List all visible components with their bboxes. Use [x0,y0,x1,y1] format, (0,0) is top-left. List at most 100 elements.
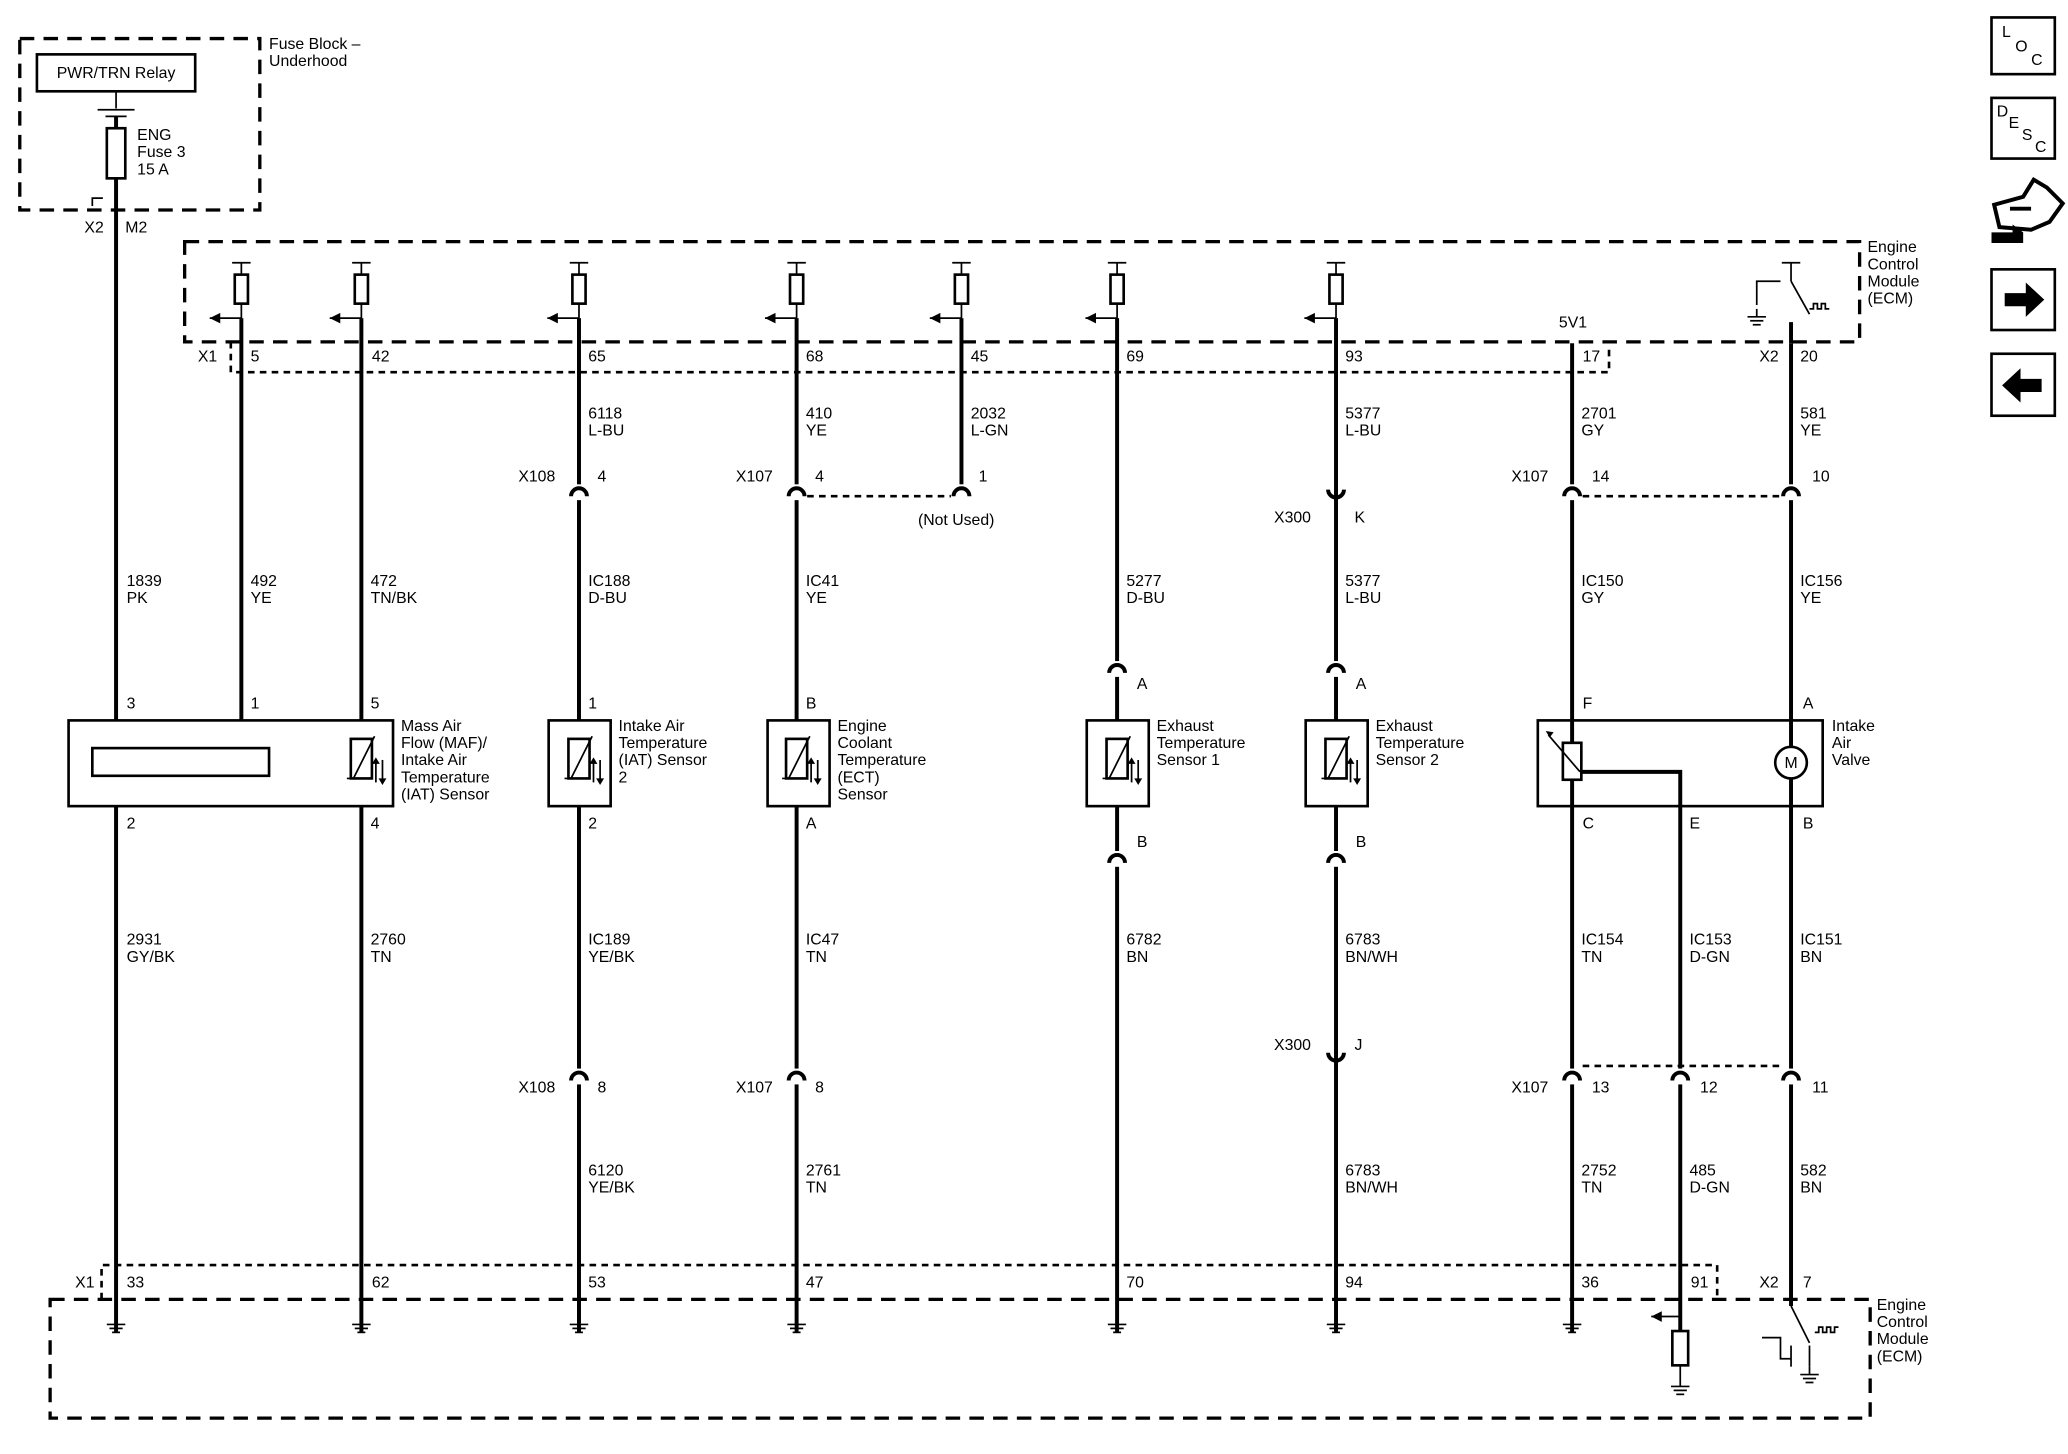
relay-label: PWR/TRN Relay [57,65,176,82]
inline-pin: 1 [979,469,988,486]
nav-desc-button[interactable]: D E S C [1990,96,2057,160]
inline-pin: 8 [597,1079,606,1096]
wire-label: YE [1800,423,1821,440]
inline-pin: 11 [1812,1079,1829,1096]
component-pin: B [1803,816,1814,833]
connector-x300: X300 [1274,1037,1311,1054]
wire-label: IC150 [1581,573,1623,590]
wire-label: 6118 [588,405,622,422]
wire-label: D-BU [1126,590,1165,607]
wire-label: BN [1126,949,1148,966]
wire-label: TN/BK [371,590,418,607]
desc-letter: E [2009,115,2020,132]
inline-pin: 13 [1592,1079,1610,1096]
fuse-pin: M2 [125,219,147,236]
not-used-label: (Not Used) [918,512,994,529]
wire-label: 5377 [1345,405,1380,422]
wire-label: 2752 [1581,1162,1616,1179]
wire-label: BN [1800,1180,1822,1197]
fuse-block-title-2: Underhood [269,53,347,70]
exhaust-temp-sensor-2: A B Exhaust Temperature Sensor 2 [1304,676,1465,851]
component-label: Air [1832,735,1851,752]
connector-x107: X107 [1511,469,1548,486]
wire-label: PK [127,590,149,607]
component-pin: 1 [251,696,260,713]
inline-pin: J [1354,1037,1362,1054]
inline-pin: 12 [1700,1079,1718,1096]
desc-letter: D [1997,103,2008,120]
inline-connectors-upper: X108 4 X107 4 1 (Not Used) X300 K X107 1… [518,469,1830,530]
connector-x108: X108 [518,1079,555,1096]
component-pin: 4 [371,816,380,833]
wire-label: TN [806,1180,827,1197]
wire-label: YE/BK [588,1180,635,1197]
component-pin: B [806,696,817,713]
top-pin: 45 [971,349,989,366]
wire-label: 2931 [127,932,162,949]
wire-label: BN/WH [1345,949,1398,966]
connector-tool-icon[interactable] [1991,176,2066,243]
wire-label: IC153 [1689,932,1731,949]
connector-x107: X107 [1511,1079,1548,1096]
bottom-pin: 62 [372,1275,390,1292]
ect-sensor: B A Engine Coolant Temperature (ECT) Sen… [766,696,926,833]
eng-fuse [105,126,127,180]
wire-label: YE [1800,590,1821,607]
fuse-connector: X2 [84,219,103,236]
component-pin: 5 [371,696,380,713]
wire-labels-middle: 1839 PK 492 YE 472 TN/BK IC188 D-BU IC41… [127,573,1843,607]
inline-pin: 4 [815,469,824,486]
loc-letter: C [2031,52,2042,69]
component-label: Coolant [837,735,892,752]
wire-label: 6783 [1345,1162,1380,1179]
wire-labels-upper: 6118 L-BU 410 YE 2032 L-GN 5377 L-BU 270… [588,405,1827,439]
fuse-label-3: 15 A [137,161,169,178]
top-pin: 93 [1345,349,1363,366]
fuse-label-1: ENG [137,127,171,144]
bottom-pin: 53 [588,1275,606,1292]
component-label: Sensor [837,787,887,804]
wire-label: 581 [1800,405,1827,422]
wire-label: YE [806,590,827,607]
wire-label: IC151 [1800,932,1842,949]
wire-label: BN/WH [1345,1180,1398,1197]
bottom-pin: 94 [1345,1275,1363,1292]
component-label: (ECT) [837,769,879,786]
connector-x107: X107 [736,469,773,486]
inline-pin: 8 [815,1079,824,1096]
position-pot [1561,741,1583,782]
top-pin: 17 [1583,349,1601,366]
wire-label: YE [806,423,827,440]
ecm-x2-bottom: X2 [1759,1275,1778,1292]
component-pin: 3 [127,696,136,713]
maf-iat-sensor: 3 1 5 2 4 Mass Air Flow (MAF)/ Intake Ai… [67,696,490,833]
component-pin: E [1689,816,1700,833]
component-label: Exhaust [1376,718,1434,735]
wire-label: IC41 [806,573,840,590]
wire-label: 410 [806,405,833,422]
component-pin: B [1137,834,1148,851]
wire-label: 5277 [1126,573,1161,590]
bottom-pin: 33 [127,1275,145,1292]
wire-label: 2760 [371,932,406,949]
motor-label: M [1784,755,1797,772]
nav-loc-button[interactable]: L O C [1990,16,2057,76]
loc-letter: O [2015,39,2027,56]
component-pin: 1 [588,696,597,713]
fuse-label-2: Fuse 3 [137,144,186,161]
arrow-left-icon [2002,368,2042,403]
component-label: Mass Air [401,718,462,735]
ecm-5v1: 5V1 [1559,314,1587,331]
wire-label: 6783 [1345,932,1380,949]
next-button[interactable] [1990,268,2057,332]
component-pin: B [1356,834,1367,851]
wire-label: D-BU [588,590,627,607]
wire-label: L-BU [1345,590,1381,607]
inline-pin: 14 [1592,469,1610,486]
top-pin: 68 [806,349,824,366]
wire-label: YE/BK [588,949,635,966]
prev-button[interactable] [1990,352,2057,418]
arrow-right-icon [2004,282,2045,317]
component-label: Sensor 2 [1376,752,1439,769]
wire-label: IC154 [1581,932,1623,949]
